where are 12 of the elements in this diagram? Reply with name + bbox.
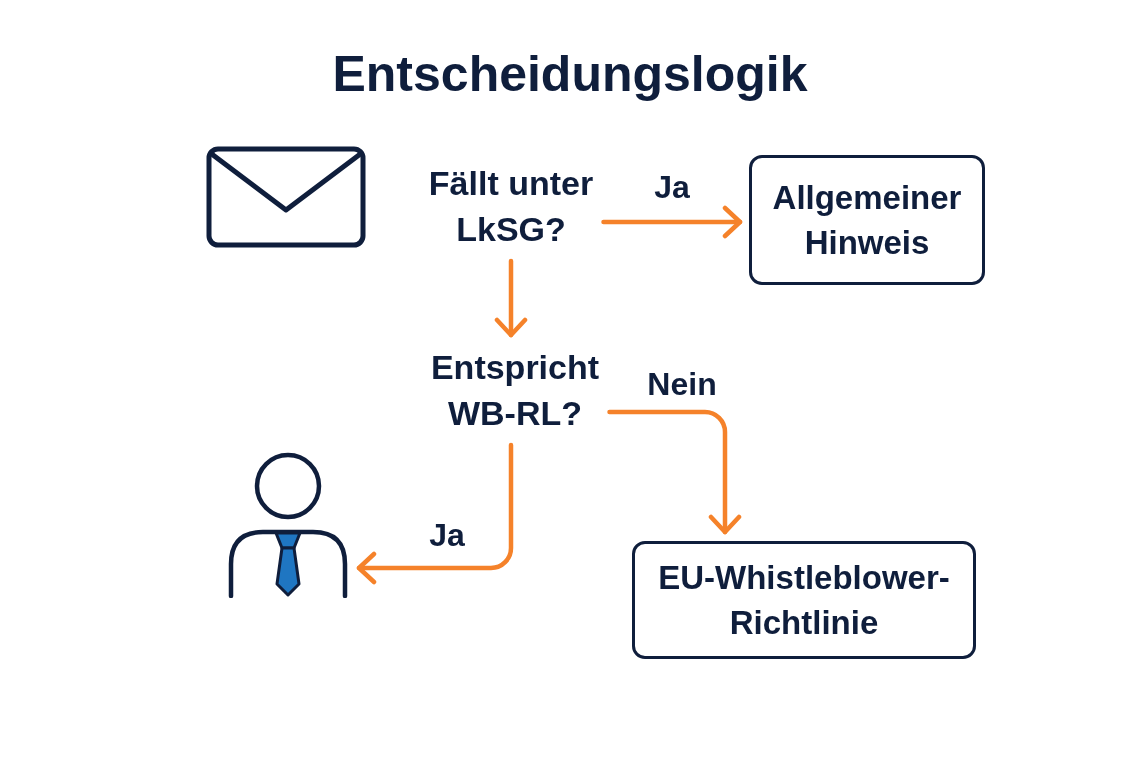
question-text: Fällt unter LkSG?	[427, 160, 595, 252]
diagram-title: Entscheidungslogik	[332, 45, 808, 104]
result-box	[632, 541, 976, 659]
person-icon	[226, 452, 350, 598]
arrow	[494, 258, 528, 338]
box-label: EU-Whistleblower-Richtlinie	[657, 558, 951, 643]
arrow	[607, 409, 742, 535]
question-text: Entspricht WB-RL?	[429, 344, 601, 436]
arrow	[356, 442, 514, 585]
box-label: Allgemeiner Hinweis	[771, 178, 963, 263]
result-box	[749, 155, 985, 285]
arrow	[601, 205, 743, 239]
